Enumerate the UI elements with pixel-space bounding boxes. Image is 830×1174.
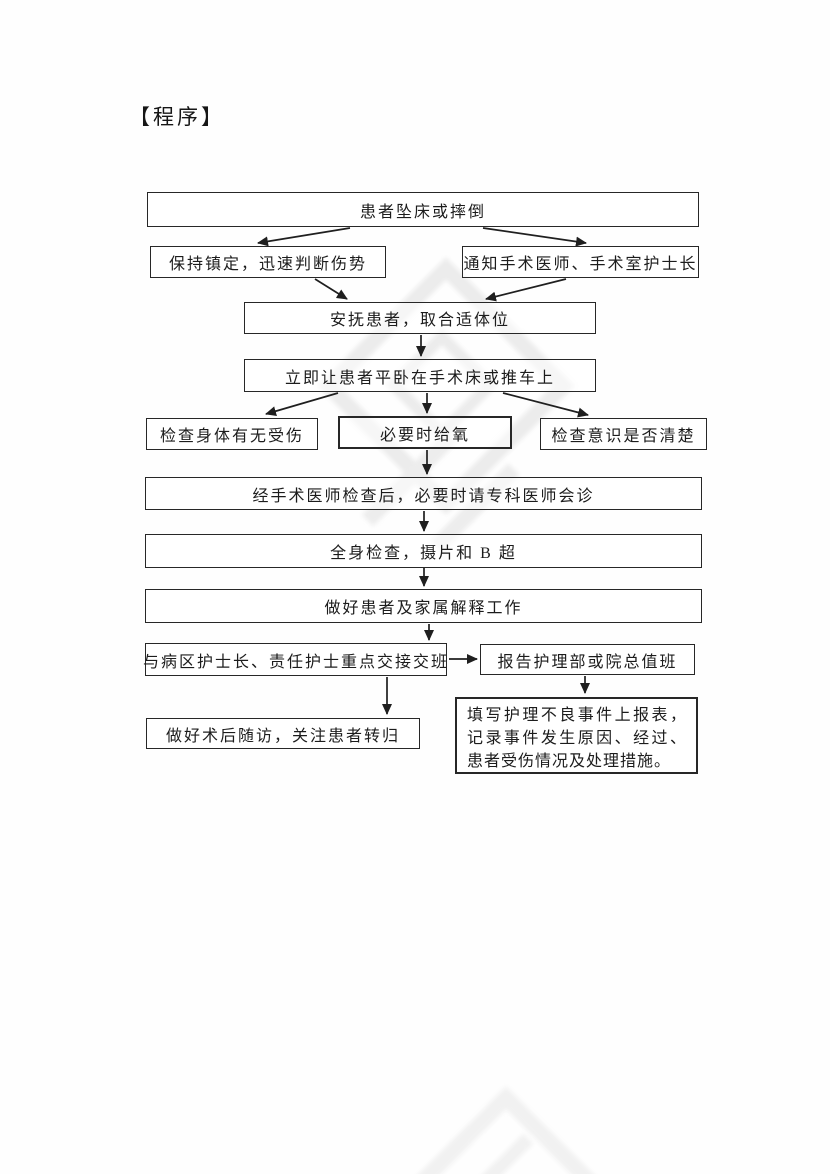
flow-node-calm: 保持镇定，迅速判断伤势 — [150, 246, 386, 278]
flow-node-start: 患者坠床或摔倒 — [147, 192, 699, 227]
flow-node-handover: 与病区护士长、责任护士重点交接交班 — [143, 643, 447, 676]
flow-node-full-exam: 全身检查，摄片和 B 超 — [145, 534, 702, 568]
flow-node-soothe: 安抚患者，取合适体位 — [244, 302, 596, 334]
section-title: 【程序】 — [129, 105, 225, 129]
flow-node-report: 报告护理部或院总值班 — [480, 644, 695, 675]
flow-node-notify: 通知手术医师、手术室护士长 — [462, 246, 699, 278]
flow-node-explain: 做好患者及家属解释工作 — [145, 589, 702, 623]
flow-node-check-body: 检查身体有无受伤 — [146, 418, 318, 450]
flow-node-surgeon-check: 经手术医师检查后，必要时请专科医师会诊 — [145, 477, 702, 510]
flow-node-consciousness: 检查意识是否清楚 — [540, 418, 707, 450]
flow-node-oxygen: 必要时给氧 — [338, 416, 512, 449]
flow-node-followup: 做好术后随访，关注患者转归 — [146, 718, 420, 749]
flow-node-fill-form: 填写护理不良事件上报表，记录事件发生原因、经过、患者受伤情况及处理措施。 — [455, 697, 698, 774]
flow-node-lie-flat: 立即让患者平卧在手术床或推车上 — [244, 359, 596, 392]
